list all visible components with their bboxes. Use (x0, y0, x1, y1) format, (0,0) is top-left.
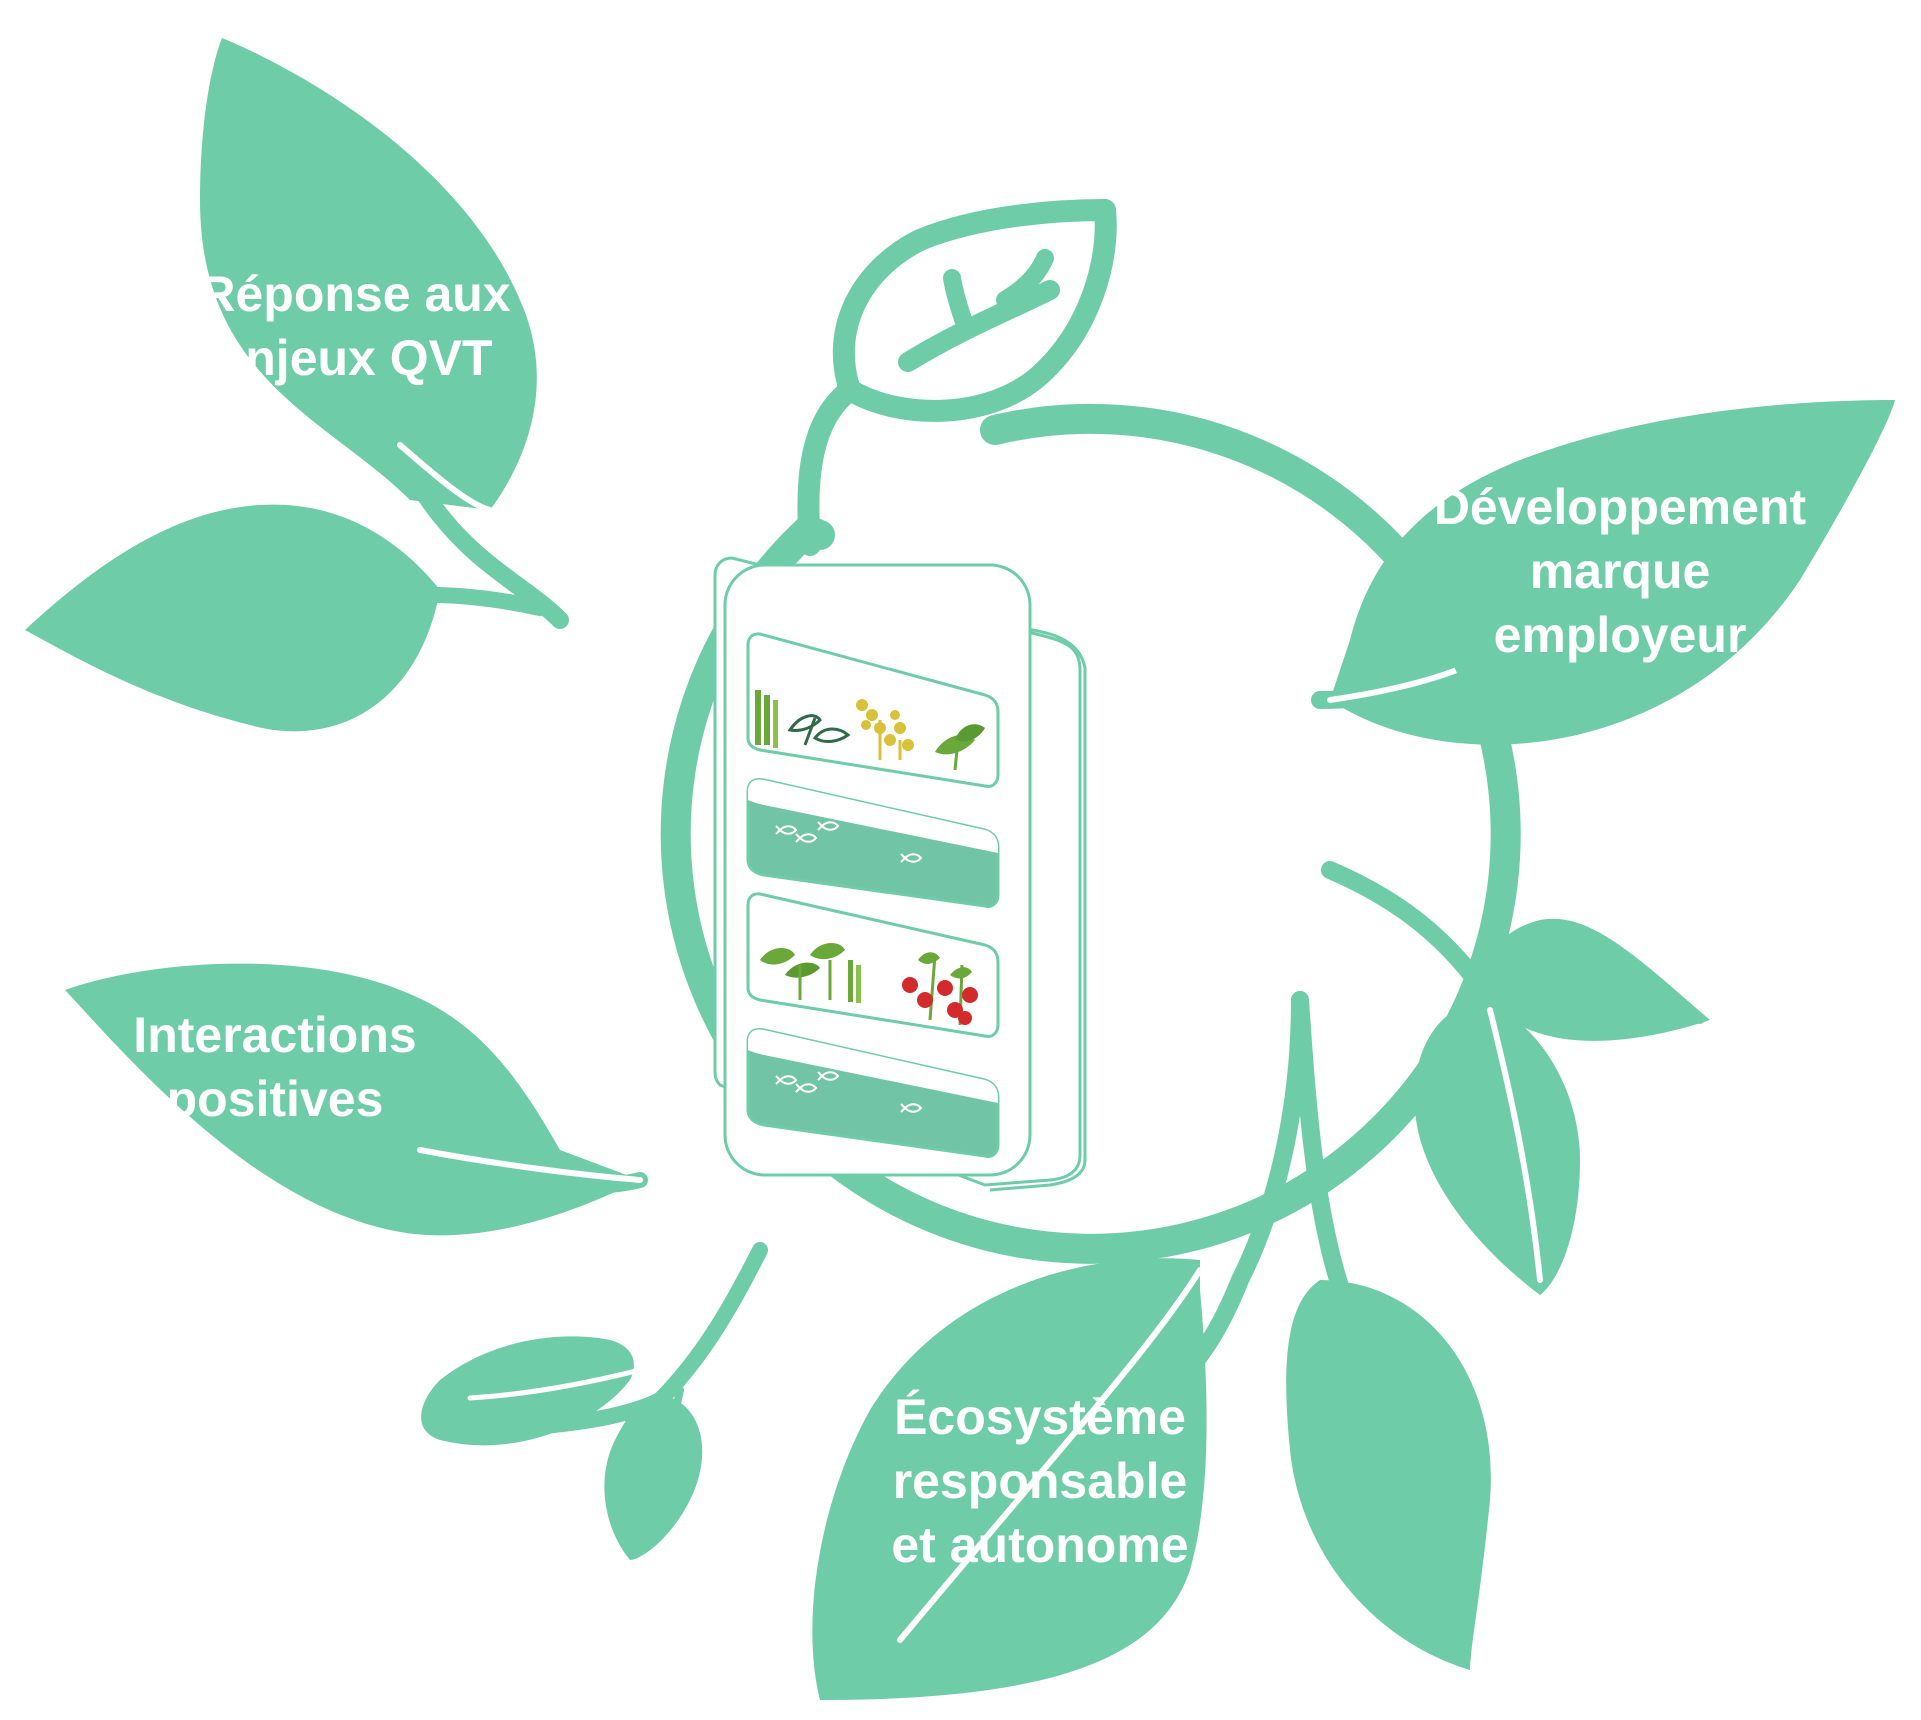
label-marque-line2: marque (1529, 543, 1711, 599)
stem-left (352, 586, 548, 616)
label-ecosysteme-line2: responsable (892, 1453, 1188, 1509)
stem-interactions (422, 1162, 648, 1195)
tomato-plant-icon (760, 943, 978, 1026)
leaf-interactions (65, 963, 640, 1236)
vein-qvt (397, 442, 493, 513)
label-interactions-line2: positives (166, 1071, 384, 1127)
vein-ecosysteme (897, 1267, 1203, 1643)
vein-interactions (417, 1147, 643, 1183)
label-ecosysteme-line1: Écosystème (894, 1389, 1186, 1445)
label-marque: Développement marque employeur (1400, 475, 1840, 667)
label-marque-line3: employeur (1493, 607, 1747, 663)
stem-right-b (1486, 980, 1704, 1024)
main-ring (660, 403, 1521, 1264)
sprout-icon (797, 199, 1117, 556)
vein-bottom-left (467, 1367, 643, 1401)
stem-bottom (1161, 991, 1309, 1399)
fish-icon (775, 1071, 923, 1113)
label-qvt: Réponse aux enjeux QVT (190, 262, 520, 390)
label-qvt-line1: Réponse aux (199, 266, 511, 322)
stem-bottom-left-2 (626, 1386, 684, 1554)
aquaponic-garden-icon (713, 556, 1087, 1192)
label-interactions-line1: Interactions (133, 1007, 417, 1063)
leaf-ecosysteme (812, 1258, 1207, 1700)
label-qvt-line2: enjeux QVT (217, 330, 493, 386)
label-interactions: Interactions positives (110, 1003, 440, 1131)
label-marque-line1: Développement (1433, 479, 1807, 535)
fish-icon (775, 821, 923, 863)
label-ecosysteme-line3: et autonome (891, 1517, 1189, 1573)
label-ecosysteme: Écosystème responsable et autonome (870, 1385, 1210, 1577)
stem-bottom-right (1291, 991, 1469, 1659)
leaf-qvt (200, 38, 537, 510)
leaf-left-small (25, 504, 440, 732)
stem-bottom-left (492, 1242, 768, 1438)
leaf-right-upper (1487, 918, 1710, 1041)
vein-right-hanging (1487, 1007, 1543, 1283)
sprout-icon (755, 690, 985, 771)
